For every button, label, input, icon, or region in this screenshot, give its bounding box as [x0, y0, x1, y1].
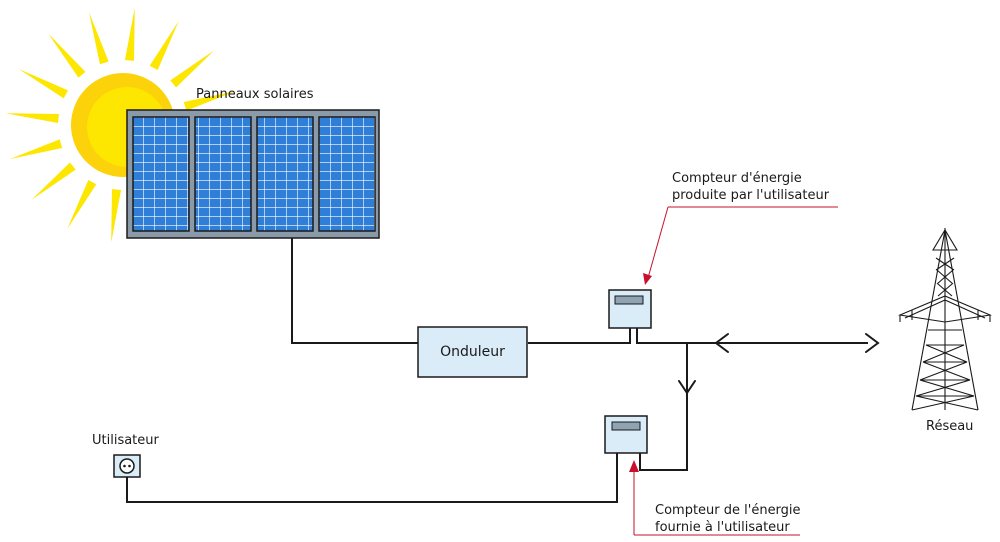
energy-meter-icon: [608, 289, 652, 329]
solar-panel-icon: [126, 109, 380, 239]
flow-arrows: [678, 333, 880, 395]
power-socket-icon: [113, 454, 141, 478]
meter-produced-label-line1: Compteur d'énergie: [672, 171, 802, 186]
inverter-label: Onduleur: [440, 344, 505, 360]
inverter-box: [417, 326, 528, 378]
meter-supplied-label-line2: fournie à l'utilisateur: [655, 520, 790, 535]
sun-ray: [170, 50, 215, 88]
sun-ray: [67, 179, 97, 229]
wiring: [126, 238, 868, 503]
panel-module: [132, 116, 190, 232]
sun-ray: [149, 21, 179, 71]
sun-ray: [19, 69, 69, 99]
power-pylon-icon: [898, 228, 992, 411]
sun-ray: [48, 33, 86, 78]
sun-ray: [10, 139, 63, 160]
sun-ray: [31, 162, 76, 200]
sun-icon: [5, 7, 241, 243]
grid-label: Réseau: [926, 419, 974, 434]
sun-ray: [5, 113, 59, 124]
sun-ray: [124, 7, 135, 61]
pointer-arrowheads: [629, 273, 652, 472]
sun-ray: [88, 12, 109, 65]
panels-label: Panneaux solaires: [196, 87, 314, 102]
energy-meter-icon: [604, 415, 648, 454]
sun-ray: [111, 189, 122, 243]
sun-ray: [183, 90, 236, 111]
panel-module: [318, 116, 376, 232]
user-label: Utilisateur: [92, 433, 159, 448]
panel-module: [256, 116, 314, 232]
meter-produced-label-line2: produite par l'utilisateur: [672, 188, 830, 203]
panel-module: [194, 116, 252, 232]
meter-supplied-label-line1: Compteur de l'énergie: [655, 503, 801, 518]
pointer-lines: [633, 206, 838, 536]
